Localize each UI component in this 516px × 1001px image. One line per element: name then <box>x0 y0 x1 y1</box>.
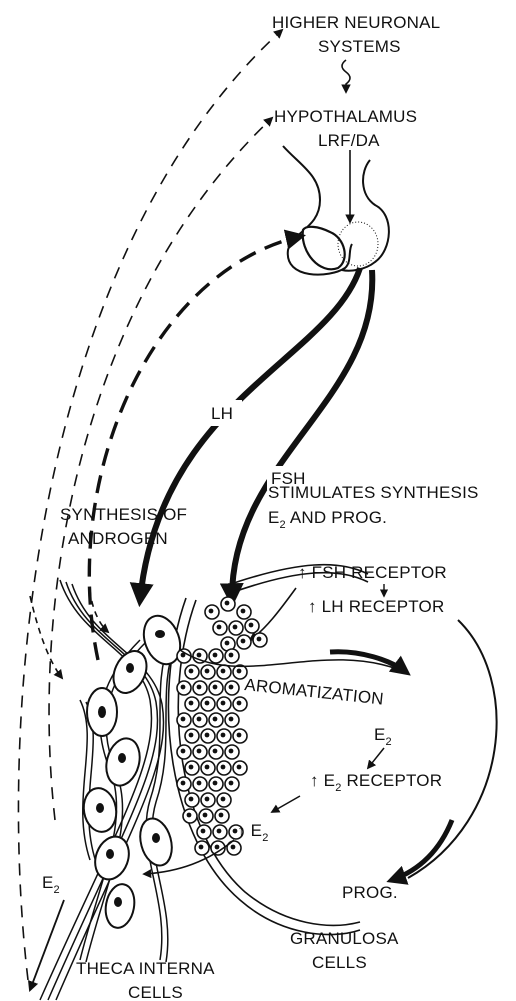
granulosa-cell-nucleus <box>237 733 242 738</box>
granulosa-cell-nucleus <box>213 749 218 754</box>
granulosa-cell-nucleus <box>197 685 202 690</box>
granulosa-cell-nucleus <box>219 813 224 818</box>
granulosa-cell-nucleus <box>221 797 226 802</box>
theca-cell <box>135 815 176 869</box>
granulosa-cell-nucleus <box>231 845 236 850</box>
granulosa-cell-nucleus <box>181 685 186 690</box>
lrf-da-label: LRF/DA <box>318 131 380 150</box>
granulosa-cell-nucleus <box>229 653 234 658</box>
granulosa-cell-nucleus <box>225 641 230 646</box>
granulosa-cell-nucleus <box>181 717 186 722</box>
hypothalamus-label: HYPOTHALAMUS <box>274 107 417 126</box>
lh-receptor-label: ↑ LH RECEPTOR <box>308 597 444 616</box>
granulosa-cell-nucleus <box>217 625 222 630</box>
e2-left-label: E2 <box>42 873 60 896</box>
granulosa-cell-nucleus <box>225 601 230 606</box>
granulosa-cell-nucleus <box>205 701 210 706</box>
granulosa-cell-cluster <box>177 597 267 855</box>
anterior-pituitary <box>338 222 378 266</box>
higher-neuronal-label: HIGHER NEURONAL <box>272 13 440 32</box>
granulosa-cell-nucleus <box>221 701 226 706</box>
granulosa-cell-nucleus <box>257 637 262 642</box>
granulosa-label-line2: CELLS <box>312 953 367 972</box>
granulosa-cell-nucleus <box>229 749 234 754</box>
granulosa-cell-nucleus <box>249 623 254 628</box>
granulosa-cell-nucleus <box>237 701 242 706</box>
theca-label-line2: CELLS <box>128 983 183 1001</box>
fsh-arrow <box>232 270 372 600</box>
synthesis-label-line2: ANDROGEN <box>68 529 168 548</box>
granulosa-cell-nucleus <box>181 781 186 786</box>
prog-label: PROG. <box>342 883 398 902</box>
squiggle-arrow <box>342 60 350 92</box>
granulosa-cell-nucleus <box>213 653 218 658</box>
granulosa-cell-nucleus <box>189 733 194 738</box>
granulosa-cell-nucleus <box>221 765 226 770</box>
granulosa-cell-nucleus <box>197 781 202 786</box>
theca-label-line1: THECA INTERNA <box>76 959 215 978</box>
granulosa-cell-nucleus <box>197 717 202 722</box>
lh-label: LH <box>211 404 233 423</box>
e2-to-receptor-arrow <box>368 748 384 768</box>
granulosa-label-line1: GRANULOSA <box>290 929 399 948</box>
e2-after-aromatization: E2 <box>374 725 392 748</box>
granulosa-cell-nucleus <box>189 797 194 802</box>
lh-receptor-to-prog-line <box>408 620 497 878</box>
receptor-to-e2-arrow <box>272 796 300 812</box>
e2-receptor-label: ↑ E2 RECEPTOR <box>310 771 442 794</box>
granulosa-cell-nucleus <box>187 813 192 818</box>
synthesis-label-line1: SYNTHESIS OF <box>60 505 187 524</box>
granulosa-cell-nucleus <box>189 701 194 706</box>
granulosa-cell-nucleus <box>213 685 218 690</box>
theca-cell <box>107 646 153 699</box>
granulosa-cell-nucleus <box>189 669 194 674</box>
granulosa-cell-nucleus <box>197 653 202 658</box>
theca-cell <box>102 882 137 930</box>
stimulates-label-line1: STIMULATES SYNTHESIS <box>268 483 479 502</box>
stimulates-label-line2: E2 AND PROG. <box>268 508 387 531</box>
prog-arrow <box>392 820 452 880</box>
granulosa-cell-nucleus <box>221 669 226 674</box>
granulosa-cell-nucleus <box>213 717 218 722</box>
systems-label: SYSTEMS <box>318 37 401 56</box>
aromatization-label: AROMATIZATION <box>244 675 385 709</box>
granulosa-cell-nucleus <box>201 829 206 834</box>
theca-cell <box>80 786 119 835</box>
granulosa-cell-nucleus <box>181 749 186 754</box>
granulosa-cell-nucleus <box>209 609 214 614</box>
theca-cell <box>87 688 117 736</box>
granulosa-cell-nucleus <box>189 765 194 770</box>
fsh-receptor-arrow <box>250 588 296 640</box>
feedback-arrow-small-1 <box>30 596 62 678</box>
granulosa-cell-nucleus <box>237 669 242 674</box>
granulosa-cell-nucleus <box>197 749 202 754</box>
granulosa-cell-nucleus <box>229 685 234 690</box>
posterior-pituitary <box>303 227 345 269</box>
granulosa-cell-nucleus <box>233 625 238 630</box>
granulosa-cell-nucleus <box>205 669 210 674</box>
granulosa-cell-nucleus <box>205 733 210 738</box>
granulosa-cell-nucleus <box>241 639 246 644</box>
granulosa-cell-nucleus <box>199 845 204 850</box>
granulosa-cell-nucleus <box>215 845 220 850</box>
granulosa-cell-nucleus <box>237 765 242 770</box>
granulosa-cell-nucleus <box>213 781 218 786</box>
granulosa-cell-nucleus <box>221 733 226 738</box>
granulosa-cell-nucleus <box>205 765 210 770</box>
granulosa-cell-nucleus <box>241 609 246 614</box>
granulosa-cell-nucleus <box>205 797 210 802</box>
granulosa-cell-nucleus <box>229 717 234 722</box>
e2-up-label: ↑ E2 <box>237 821 269 844</box>
granulosa-cell-nucleus <box>229 781 234 786</box>
granulosa-cell-nucleus <box>217 829 222 834</box>
lh-arrow <box>140 268 360 600</box>
granulosa-cell-nucleus <box>203 813 208 818</box>
